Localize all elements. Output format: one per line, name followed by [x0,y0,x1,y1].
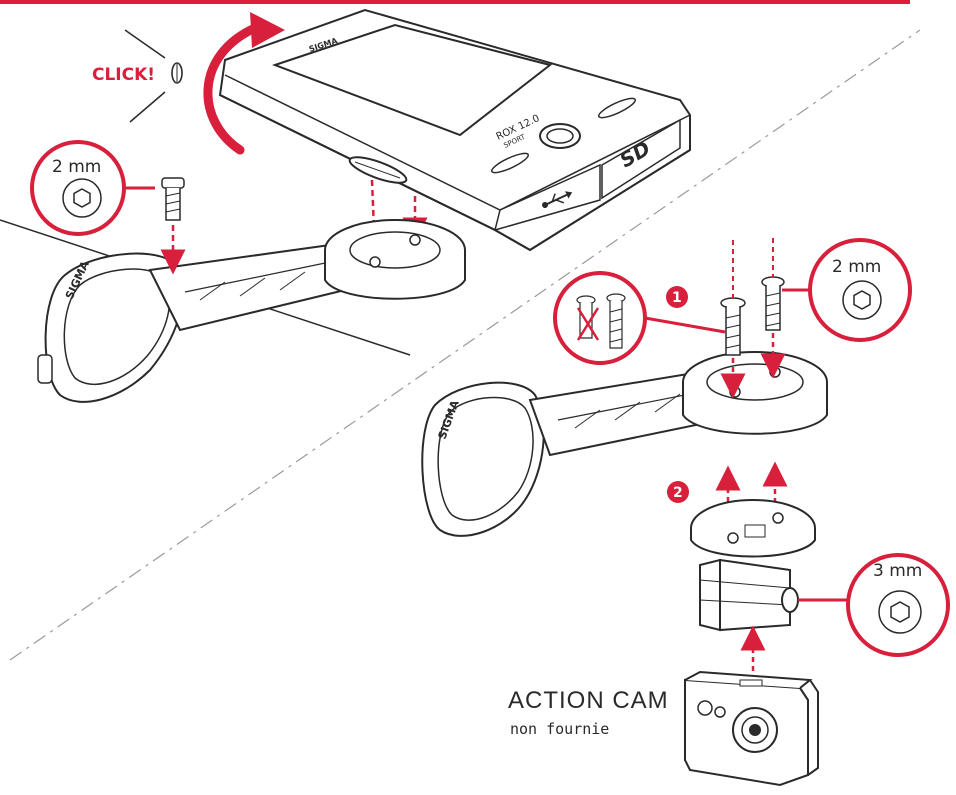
step-2-badge: 2 [667,481,689,503]
right-mount-hole-2 [769,366,781,378]
top-mount-hole-1 [369,256,381,268]
click-icon [171,62,183,84]
hex-key-badge-top-right: 2 mm [782,238,912,342]
action-cam-note: non fournie [510,720,609,738]
screw-icon-right-1 [720,297,746,356]
click-ray-top [124,29,166,59]
size-label-top-right: 2 mm [832,257,881,277]
sd-slot [601,118,681,200]
crossed-screw-icon [576,295,600,341]
screw-icon-long [606,293,626,349]
screw-icon-right-2 [761,276,785,331]
click-ray-bottom [129,91,166,123]
size-label-top-left: 2 mm [52,157,101,177]
top-mount: SIGMA [37,219,466,403]
action-cam-adapter [690,499,816,632]
step-1-badge: 1 [666,286,688,308]
size-label-bottom-right: 3 mm [873,561,922,581]
crossed-screw-badge [553,271,726,365]
action-cam-title: ACTION CAM [508,687,669,714]
click-label: CLICK! [92,65,155,85]
top-mount-hole-2 [409,234,421,246]
hex-key-icon [62,178,102,218]
device-screen [272,23,553,137]
button-left [491,152,529,174]
action-cam [684,670,819,787]
step-1-label: 1 [672,290,682,306]
diagonal-separator [9,29,921,661]
hex-key-badge-top-left: 2 mm [30,140,155,236]
step-2-label: 2 [673,485,683,501]
screw-icon-top-left [161,177,185,221]
button-right [598,97,636,119]
hex-key-badge-bottom-right: 3 mm [798,553,950,657]
right-mount-hole-1 [729,386,741,398]
bike-computer: SD SIGMA ROX 12.0 SPORT [218,8,691,252]
hex-key-icon [842,280,882,320]
hex-key-icon [878,590,922,634]
rotate-arrow-icon [203,12,285,155]
right-mount: SIGMA [421,351,828,537]
usb-icon [542,191,573,208]
